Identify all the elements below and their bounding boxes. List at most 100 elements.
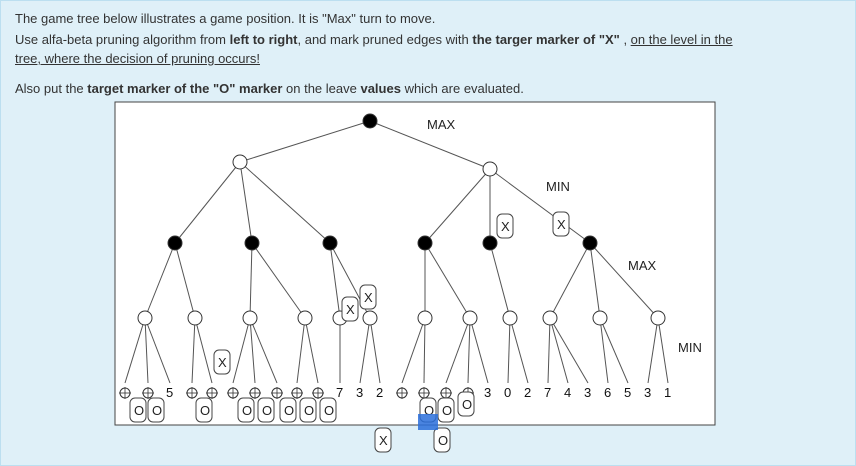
o-marker-label: O <box>284 403 294 418</box>
leaf-value: 6 <box>604 385 611 400</box>
tree-edge[interactable] <box>549 317 569 384</box>
tree-edge[interactable] <box>507 317 511 384</box>
tree-edge[interactable] <box>239 120 371 163</box>
tree-edge[interactable] <box>647 317 659 384</box>
tree-edge[interactable] <box>424 242 471 319</box>
o-marker[interactable] <box>257 397 275 423</box>
min2-node-4 <box>297 310 313 326</box>
tree-edge[interactable] <box>174 242 196 319</box>
x-marker[interactable] <box>374 427 392 453</box>
min2-node-9 <box>502 310 518 326</box>
tree-edge[interactable] <box>401 317 426 384</box>
o-marker[interactable] <box>319 397 337 423</box>
level-label-min-1: MIN <box>546 179 570 194</box>
o-marker-label: O <box>152 403 162 418</box>
tree-edge[interactable] <box>249 317 256 384</box>
o-marker-label: O <box>438 433 448 448</box>
tree-edge[interactable] <box>549 317 589 384</box>
min2-node-11 <box>592 310 608 326</box>
tree-edge[interactable] <box>369 120 491 170</box>
min2-node-12 <box>650 310 666 326</box>
tree-edge[interactable] <box>369 317 381 384</box>
o-marker-label: O <box>442 403 452 418</box>
tree-edge[interactable] <box>509 317 529 384</box>
o-marker[interactable] <box>433 427 451 453</box>
min2-node-7 <box>417 310 433 326</box>
instruction-line-4: Also put the target marker of the "O" ma… <box>15 81 524 96</box>
tree-edge[interactable] <box>329 242 341 319</box>
o-marker-label: O <box>200 403 210 418</box>
tree-edge[interactable] <box>547 317 551 384</box>
o-marker[interactable] <box>299 397 317 423</box>
tree-edge[interactable] <box>191 317 196 384</box>
o-marker[interactable] <box>195 397 213 423</box>
max-node-5 <box>482 235 498 251</box>
o-marker-label: O <box>262 403 272 418</box>
o-marker-label: O <box>462 397 472 412</box>
leaf-value: 2 <box>524 385 531 400</box>
x-marker[interactable] <box>496 213 514 239</box>
tree-edge[interactable] <box>445 317 471 384</box>
min2-node-3 <box>242 310 258 326</box>
tree-edge[interactable] <box>124 317 146 384</box>
x-marker[interactable] <box>359 284 377 310</box>
tree-edge[interactable] <box>467 317 471 384</box>
tree-edge[interactable] <box>296 317 306 384</box>
tree-edge[interactable] <box>599 317 609 384</box>
level-label-min-2: MIN <box>678 340 702 355</box>
tree-edge[interactable] <box>657 317 669 384</box>
tree-edge[interactable] <box>194 317 213 384</box>
tree-edge[interactable] <box>549 242 591 319</box>
tree-edge[interactable] <box>251 242 306 319</box>
max-node-3 <box>322 235 338 251</box>
o-marker[interactable] <box>129 397 147 423</box>
tree-edge[interactable] <box>469 317 489 384</box>
x-marker[interactable] <box>552 211 570 237</box>
instruction-line-3: tree, where the decision of pruning occu… <box>15 51 260 66</box>
tree-edge[interactable] <box>144 317 149 384</box>
o-marker[interactable] <box>147 397 165 423</box>
tree-edge[interactable] <box>589 242 659 319</box>
root-node <box>362 113 378 129</box>
tree-edge[interactable] <box>489 168 591 244</box>
min2-node-6 <box>362 310 378 326</box>
max-node-4 <box>417 235 433 251</box>
o-marker[interactable] <box>437 397 455 423</box>
x-marker-label: X <box>364 290 373 305</box>
tree-edge[interactable] <box>304 317 319 384</box>
x-marker-label: X <box>501 219 510 234</box>
tree-edge[interactable] <box>174 161 241 244</box>
tree-edge[interactable] <box>239 161 331 244</box>
tree-edge[interactable] <box>489 242 511 319</box>
tree-edge[interactable] <box>424 168 491 244</box>
x-marker-label: X <box>557 217 566 232</box>
tree-edge[interactable] <box>144 242 176 319</box>
o-marker[interactable] <box>237 397 255 423</box>
x-marker[interactable] <box>213 349 231 375</box>
tree-edge[interactable] <box>589 242 601 319</box>
tree-edge[interactable] <box>359 317 371 384</box>
leaf-value: 5 <box>166 385 173 400</box>
o-marker[interactable] <box>279 397 297 423</box>
leaf-value: 2 <box>376 385 383 400</box>
tree-edge[interactable] <box>423 317 426 384</box>
level-label-max-2: MAX <box>628 258 657 273</box>
min2-node-10 <box>542 310 558 326</box>
instruction-line-1: The game tree below illustrates a game p… <box>15 11 436 26</box>
tree-edge[interactable] <box>249 242 253 319</box>
min-node-1 <box>232 154 248 170</box>
o-marker[interactable] <box>457 391 475 417</box>
o-marker-label: O <box>324 403 334 418</box>
tree-edge[interactable] <box>239 161 253 244</box>
leaf-value: 3 <box>644 385 651 400</box>
tree-edge[interactable] <box>232 317 251 384</box>
leaf-value: 5 <box>624 385 631 400</box>
tree-edge[interactable] <box>599 317 629 384</box>
tree-edge[interactable] <box>249 317 278 384</box>
min2-node-8 <box>462 310 478 326</box>
selection-highlight <box>418 414 438 430</box>
x-marker[interactable] <box>341 296 359 322</box>
leaf-value: 4 <box>564 385 571 400</box>
tree-edge[interactable] <box>144 317 171 384</box>
